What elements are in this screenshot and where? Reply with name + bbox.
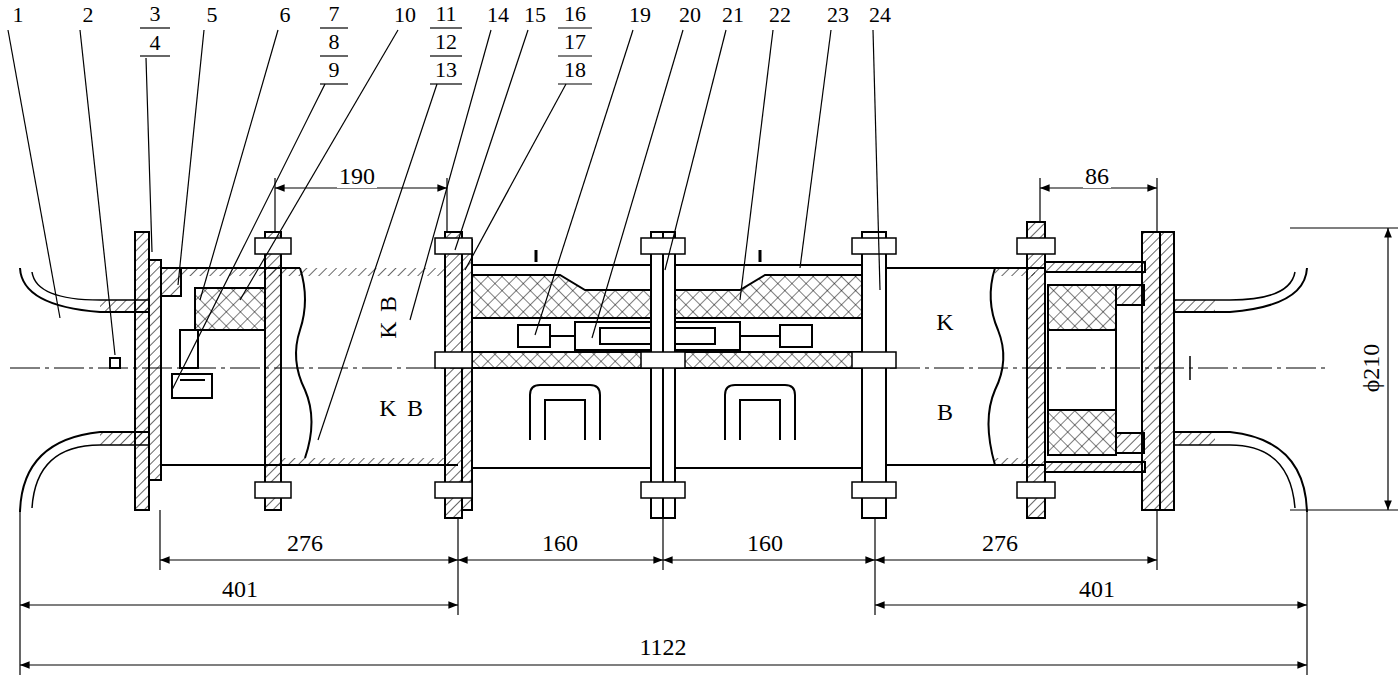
- dimension-value: 276: [285, 531, 325, 555]
- callout-number: 6: [280, 4, 291, 26]
- callout-number: 1: [13, 4, 24, 26]
- callout-number: 10: [394, 4, 416, 26]
- callout-number: 9: [329, 59, 340, 81]
- callout-number: 14: [487, 4, 509, 26]
- callout-number: 5: [207, 4, 218, 26]
- callout-number: 23: [827, 4, 849, 26]
- callout-number: 11: [435, 3, 456, 25]
- callout-number: 2: [83, 4, 94, 26]
- callout-number: 24: [869, 4, 891, 26]
- dimension-value: 190: [337, 164, 377, 188]
- callout-number: 12: [435, 31, 457, 53]
- callout-number: 3: [150, 3, 161, 25]
- dimension-value: 86: [1083, 164, 1111, 188]
- dimension-value: 401: [220, 577, 260, 601]
- callout-number: 4: [150, 32, 161, 54]
- callout-number: 20: [679, 4, 701, 26]
- dimension-value: ϕ210: [1359, 342, 1383, 395]
- callout-number: 16: [564, 3, 586, 25]
- section-letter: B: [376, 296, 400, 312]
- callout-number: 19: [629, 4, 651, 26]
- dimension-value: 276: [980, 531, 1020, 555]
- callout-number: 15: [524, 4, 546, 26]
- section-letter: B: [937, 400, 953, 424]
- dimension-value: 160: [540, 531, 580, 555]
- section-letter: K: [376, 321, 400, 338]
- section-letter: B: [407, 396, 423, 420]
- callout-number: 8: [329, 31, 340, 53]
- dimension-value: 1122: [637, 635, 688, 659]
- section-letter: K: [379, 396, 396, 420]
- section-letter: K: [936, 310, 953, 334]
- callout-number: 21: [722, 4, 744, 26]
- callout-number: 17: [564, 31, 586, 53]
- callout-number: 13: [435, 59, 457, 81]
- dimension-value: 401: [1077, 577, 1117, 601]
- callout-number: 7: [329, 3, 340, 25]
- callout-number: 18: [564, 59, 586, 81]
- dimension-value: 160: [745, 531, 785, 555]
- callout-number: 22: [769, 4, 791, 26]
